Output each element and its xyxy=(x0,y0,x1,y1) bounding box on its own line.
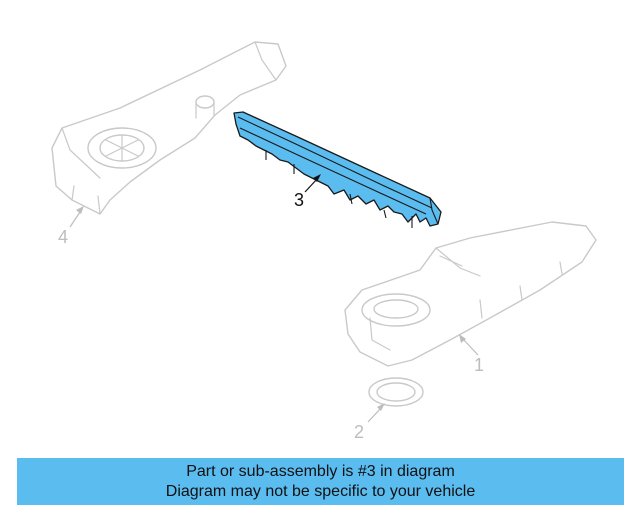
callout-2-label: 2 xyxy=(354,422,364,442)
info-banner: Part or sub-assembly is #3 in diagram Di… xyxy=(17,458,624,505)
callout-2: 2 xyxy=(354,403,385,442)
callout-4-label: 4 xyxy=(58,227,68,247)
callout-1: 1 xyxy=(459,334,484,375)
callout-3-label: 3 xyxy=(294,190,304,210)
engine-cover-right xyxy=(344,221,597,367)
banner-line-1: Part or sub-assembly is #3 in diagram xyxy=(186,462,455,480)
trim-strip-highlighted xyxy=(233,111,442,228)
banner-line-2: Diagram may not be specific to your vehi… xyxy=(165,482,476,500)
callout-3: 3 xyxy=(294,174,321,210)
engine-cover-left xyxy=(51,41,287,215)
parts-diagram: 3 4 1 2 xyxy=(51,41,597,442)
seal-ring xyxy=(368,377,424,407)
callout-1-label: 1 xyxy=(474,355,484,375)
callout-4: 4 xyxy=(58,206,84,247)
